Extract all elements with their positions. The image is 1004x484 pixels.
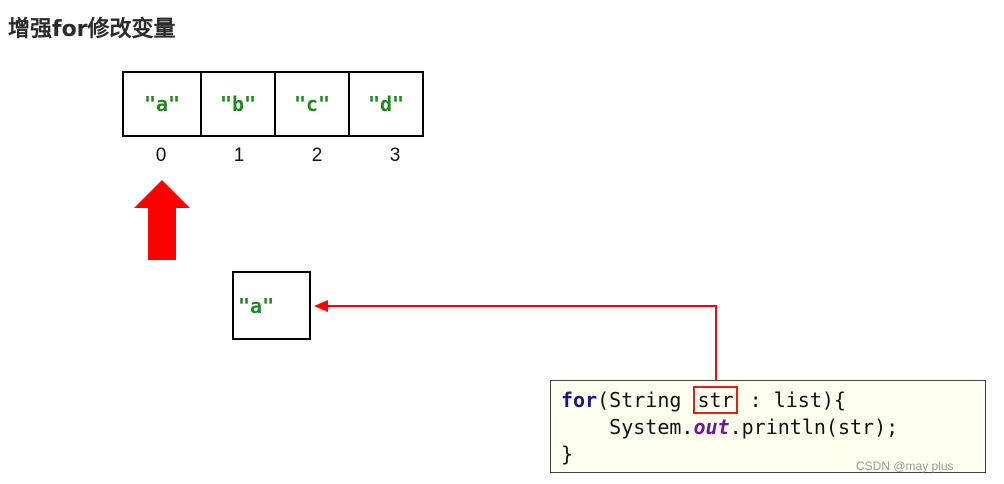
code-text: System. (561, 415, 694, 439)
array-index-1: 1 (233, 145, 245, 166)
loop-variable-box: "a" (232, 271, 311, 340)
code-field-out: out (693, 415, 730, 439)
highlighted-loop-variable: str (693, 386, 738, 414)
code-line-3: } (561, 442, 574, 466)
code-text: (String (597, 388, 694, 412)
code-text: .println(str); (729, 415, 899, 439)
code-text: : list){ (737, 388, 846, 412)
array-index-0: 0 (155, 145, 167, 166)
code-line-2: System.out.println(str); (561, 414, 985, 441)
page-title: 增强for修改变量 (8, 17, 176, 42)
array-cell-1: "b" (200, 71, 276, 137)
arrow-head-icon (314, 300, 328, 312)
array-diagram: "a" "b" "c" "d" (122, 71, 424, 137)
code-keyword-for: for (561, 388, 598, 412)
array-index-3: 3 (389, 145, 401, 166)
pointer-up-arrow-icon (134, 180, 190, 260)
array-index-row: 0 1 2 3 (122, 145, 434, 167)
code-snippet: for(String str : list){ System.out.print… (550, 380, 986, 473)
watermark: CSDN @may plus (856, 459, 954, 473)
array-cell-3: "d" (348, 71, 424, 137)
array-cell-2: "c" (274, 71, 350, 137)
array-cell-0: "a" (122, 71, 202, 137)
code-line-1: for(String str : list){ (561, 386, 985, 414)
array-index-2: 2 (311, 145, 323, 166)
